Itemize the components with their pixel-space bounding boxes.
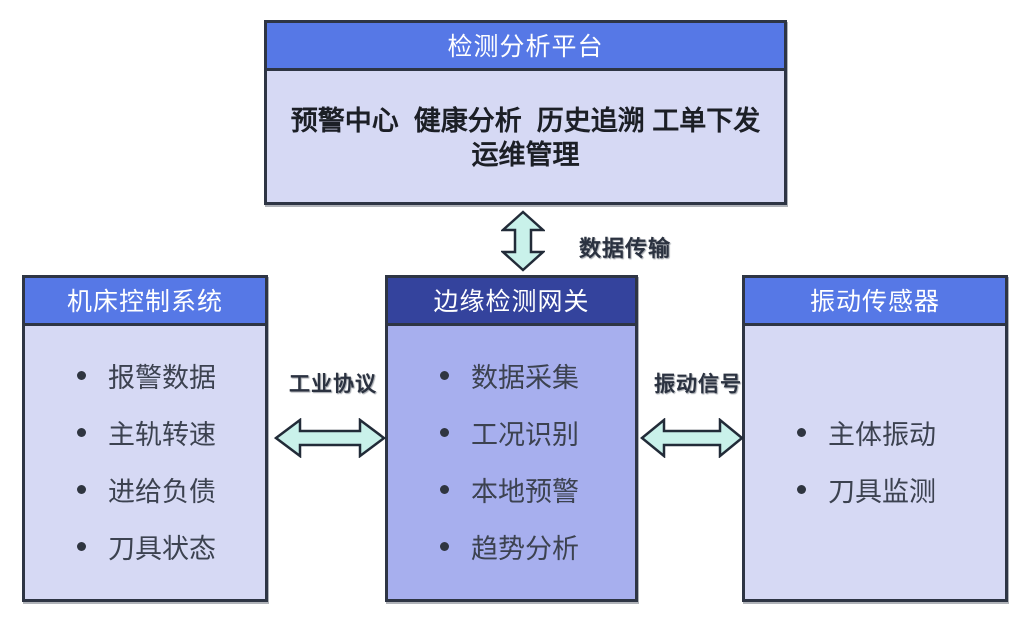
list-item-label: 刀具监测 bbox=[828, 477, 936, 507]
edge-gateway-title: 边缘检测网关 bbox=[433, 288, 590, 316]
list-item: 主体振动 bbox=[797, 404, 1005, 461]
bullet-icon bbox=[77, 485, 86, 494]
list-item: 刀具监测 bbox=[797, 461, 1005, 518]
bullet-icon bbox=[77, 542, 86, 551]
bullet-icon bbox=[77, 428, 86, 437]
list-item: 报警数据 bbox=[77, 347, 265, 404]
list-item: 工况识别 bbox=[440, 404, 635, 461]
edge-gateway-list: 数据采集 工况识别 本地预警 趋势分析 bbox=[388, 326, 635, 596]
list-item: 本地预警 bbox=[440, 461, 635, 518]
bullet-icon bbox=[77, 371, 86, 380]
vibration-sensor-box: 振动传感器 主体振动 刀具监测 bbox=[742, 275, 1008, 602]
list-item-label: 趋势分析 bbox=[471, 534, 579, 564]
platform-box-header: 检测分析平台 bbox=[267, 23, 784, 71]
list-item-label: 进给负债 bbox=[108, 477, 216, 507]
vibration-sensor-title: 振动传感器 bbox=[809, 288, 940, 316]
bullet-icon bbox=[797, 428, 806, 437]
double-arrow-horizontal-shape bbox=[640, 418, 744, 458]
list-item-label: 本地预警 bbox=[471, 477, 579, 507]
machine-control-box: 机床控制系统 报警数据 主轨转速 进给负债 刀具状态 bbox=[22, 275, 268, 602]
industrial-protocol-label: 工业协议 bbox=[289, 373, 377, 396]
bullet-icon bbox=[440, 428, 449, 437]
bullet-icon bbox=[797, 485, 806, 494]
list-item: 趋势分析 bbox=[440, 518, 635, 575]
platform-features-line1: 预警中心 健康分析 历史追溯 工单下发 bbox=[290, 106, 761, 136]
list-item-label: 数据采集 bbox=[471, 363, 579, 393]
list-item: 进给负债 bbox=[77, 461, 265, 518]
list-item: 数据采集 bbox=[440, 347, 635, 404]
double-arrow-vertical-shape bbox=[501, 210, 545, 272]
list-item-label: 主体振动 bbox=[828, 420, 936, 450]
list-item-label: 主轨转速 bbox=[108, 420, 216, 450]
machine-control-title: 机床控制系统 bbox=[66, 288, 223, 316]
list-item: 刀具状态 bbox=[77, 518, 265, 575]
vibration-sensor-list: 主体振动 刀具监测 bbox=[745, 326, 1005, 596]
edge-gateway-header: 边缘检测网关 bbox=[388, 278, 635, 326]
vibration-signal-label: 振动信号 bbox=[654, 373, 742, 396]
list-item-label: 工况识别 bbox=[471, 420, 579, 450]
industrial-protocol-arrow-icon bbox=[274, 418, 386, 458]
list-item-label: 刀具状态 bbox=[108, 534, 216, 564]
list-item-label: 报警数据 bbox=[108, 363, 216, 393]
list-item: 主轨转速 bbox=[77, 404, 265, 461]
bullet-icon bbox=[440, 485, 449, 494]
platform-box: 检测分析平台 预警中心 健康分析 历史追溯 工单下发 运维管理 bbox=[264, 20, 787, 205]
machine-control-list: 报警数据 主轨转速 进给负债 刀具状态 bbox=[25, 326, 265, 596]
platform-features-line2: 运维管理 bbox=[471, 140, 580, 170]
vibration-signal-arrow-icon bbox=[640, 418, 744, 458]
vibration-sensor-header: 振动传感器 bbox=[745, 278, 1005, 326]
data-transfer-arrow-icon bbox=[501, 210, 545, 272]
platform-box-title: 检测分析平台 bbox=[447, 33, 604, 61]
platform-features: 预警中心 健康分析 历史追溯 工单下发 运维管理 bbox=[267, 71, 784, 205]
edge-gateway-box: 边缘检测网关 数据采集 工况识别 本地预警 趋势分析 bbox=[385, 275, 638, 602]
bullet-icon bbox=[440, 371, 449, 380]
bullet-icon bbox=[440, 542, 449, 551]
double-arrow-horizontal-shape bbox=[274, 418, 386, 458]
machine-control-header: 机床控制系统 bbox=[25, 278, 265, 326]
data-transfer-label: 数据传输 bbox=[579, 236, 672, 261]
